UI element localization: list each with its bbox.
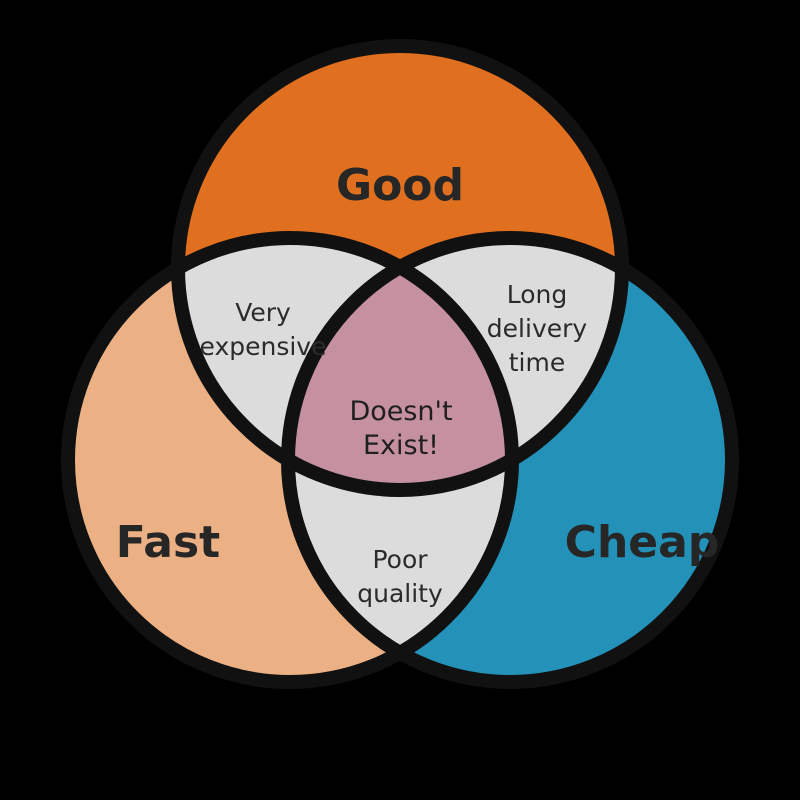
region-label-line: delivery xyxy=(487,314,588,343)
region-label-line: Doesn't xyxy=(349,396,452,427)
region-label-line: time xyxy=(509,348,565,377)
region-label-good-cheap: Long delivery time xyxy=(487,280,588,377)
outline-cheap-icon xyxy=(281,231,739,689)
set-label-cheap: Cheap xyxy=(565,517,720,568)
outline-fast-icon xyxy=(61,231,519,689)
region-label-line: expensive xyxy=(200,332,327,361)
region-label-line: Poor xyxy=(372,545,428,574)
region-label-good-fast: Very expensive xyxy=(200,298,327,361)
set-label-good: Good xyxy=(336,160,464,211)
region-label-line: quality xyxy=(357,579,443,608)
region-label-line: Long xyxy=(507,280,568,309)
region-label-line: Exist! xyxy=(363,430,439,461)
circle-outlines xyxy=(61,39,739,689)
set-labels: Good Fast Cheap xyxy=(116,160,720,568)
set-label-fast: Fast xyxy=(116,517,220,568)
region-label-fast-cheap: Poor quality xyxy=(357,545,443,608)
region-label-line: Very xyxy=(235,298,291,327)
